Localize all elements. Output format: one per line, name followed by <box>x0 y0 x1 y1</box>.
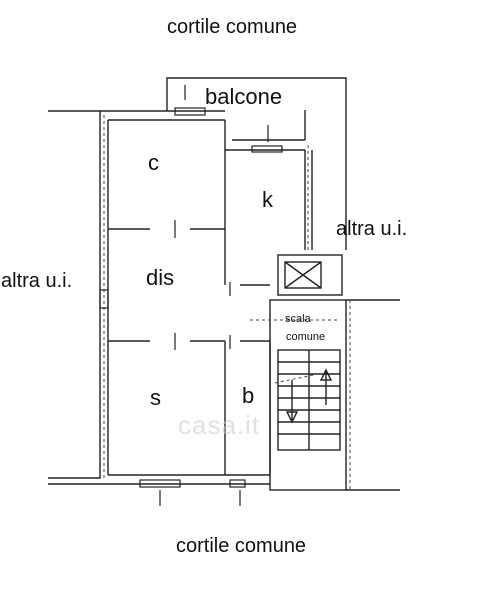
kitchen-label: k <box>262 187 273 212</box>
room-s-label: s <box>150 385 161 410</box>
elevator-x2 <box>284 261 322 289</box>
balcony-label: balcone <box>205 84 283 109</box>
elevator-cab <box>284 261 322 289</box>
watermark: casa.it <box>178 410 261 440</box>
stair-arrowhead-down <box>285 411 299 424</box>
neighbor-right-label: altra u.i. <box>336 218 408 240</box>
neighbor-left-label: altra u.i. <box>1 270 73 292</box>
stair-frame <box>269 299 347 491</box>
stair-break-line <box>274 373 319 384</box>
stair-label-1: scala <box>285 313 311 325</box>
left-window <box>99 289 109 309</box>
top-courtyard-label: cortile comune <box>167 16 298 38</box>
elevator-shaft <box>277 254 343 296</box>
balcony-wall <box>166 77 347 111</box>
b-window <box>229 479 246 488</box>
bottom-courtyard-label: cortile comune <box>176 535 307 557</box>
stair-label-2: comune <box>286 331 326 343</box>
bathroom-label: b <box>242 383 255 408</box>
s-window <box>139 479 181 488</box>
left-outer-wall <box>48 110 101 479</box>
balcony-window <box>174 107 206 116</box>
hallway-label: dis <box>146 265 175 290</box>
stair-arrowhead-up <box>319 368 333 381</box>
kitchen-window <box>251 145 283 153</box>
room-c-label: c <box>148 150 159 175</box>
